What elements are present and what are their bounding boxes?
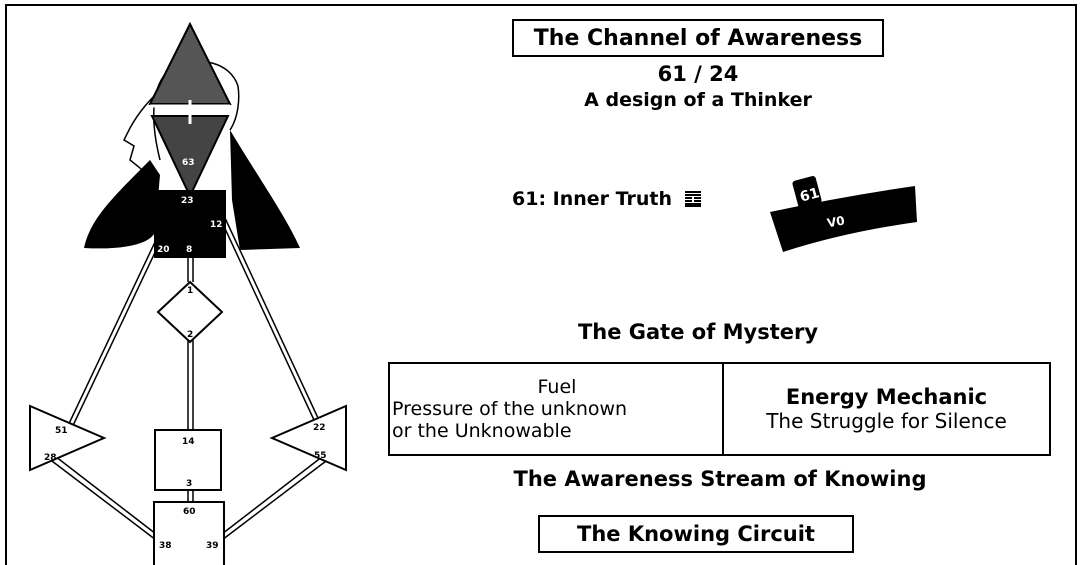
channel-title: The Channel of Awareness bbox=[512, 19, 884, 57]
bodygraph-diagram: 63 23 12 20 8 1 2 14 3 60 38 39 51 28 22… bbox=[29, 21, 347, 565]
gate-60-label: 60 bbox=[183, 507, 196, 517]
circuit-label: The Knowing Circuit bbox=[538, 515, 854, 553]
channel-gates: 61 / 24 bbox=[657, 62, 739, 86]
gate-39-label: 39 bbox=[206, 541, 219, 551]
spleen-center bbox=[29, 404, 107, 472]
mechanic-cell: Energy Mechanic The Struggle for Silence bbox=[724, 364, 1049, 454]
root-center bbox=[153, 501, 225, 565]
gate-8-label: 8 bbox=[186, 245, 192, 255]
gate-51-label: 51 bbox=[55, 426, 68, 436]
gate-badge: 61 V0 bbox=[770, 176, 917, 252]
gate-1-label: 1 bbox=[187, 286, 193, 296]
hair-left bbox=[84, 160, 160, 249]
hexagram-icon bbox=[684, 191, 701, 207]
mechanic-title: Energy Mechanic bbox=[785, 385, 988, 409]
fuel-line-2: or the Unknowable bbox=[392, 420, 572, 442]
badge-primary: 61 bbox=[798, 185, 821, 205]
throat-center bbox=[154, 190, 226, 258]
design-subtitle: A design of a Thinker bbox=[584, 89, 812, 111]
gate-3-label: 3 bbox=[186, 479, 192, 489]
head-center bbox=[148, 21, 232, 105]
fuel-cell: Fuel Pressure of the unknown or the Unkn… bbox=[390, 364, 724, 454]
g-center bbox=[156, 280, 224, 344]
hair-right bbox=[230, 130, 300, 250]
gate-38-label: 38 bbox=[159, 541, 172, 551]
fuel-title: Fuel bbox=[537, 376, 577, 398]
gate-63-label: 63 bbox=[182, 158, 195, 168]
gate-name: The Gate of Mystery bbox=[577, 320, 819, 344]
badge-secondary: V0 bbox=[826, 213, 846, 230]
gate-23-label: 23 bbox=[181, 196, 194, 206]
gate-line: 61: Inner Truth bbox=[512, 186, 701, 212]
solar-plexus-center bbox=[269, 404, 347, 472]
gate-22-label: 22 bbox=[313, 423, 326, 433]
channel-lines bbox=[47, 217, 331, 541]
fuel-line-1: Pressure of the unknown bbox=[392, 398, 628, 420]
gate-55-label: 55 bbox=[314, 451, 327, 461]
gate-label: 61: Inner Truth bbox=[512, 188, 673, 210]
gate-2-label: 2 bbox=[187, 330, 193, 340]
gate-12-label: 12 bbox=[210, 220, 223, 230]
info-table: Fuel Pressure of the unknown or the Unkn… bbox=[388, 362, 1051, 456]
stream-label: The Awareness Stream of Knowing bbox=[513, 467, 927, 491]
gate-14-label: 14 bbox=[182, 437, 195, 447]
sacral-center bbox=[154, 429, 222, 491]
mechanic-subtitle: The Struggle for Silence bbox=[766, 409, 1007, 433]
ajna-center bbox=[150, 115, 230, 199]
gate-28-label: 28 bbox=[44, 453, 57, 463]
content-frame bbox=[5, 4, 1077, 565]
gate-20-label: 20 bbox=[157, 245, 170, 255]
